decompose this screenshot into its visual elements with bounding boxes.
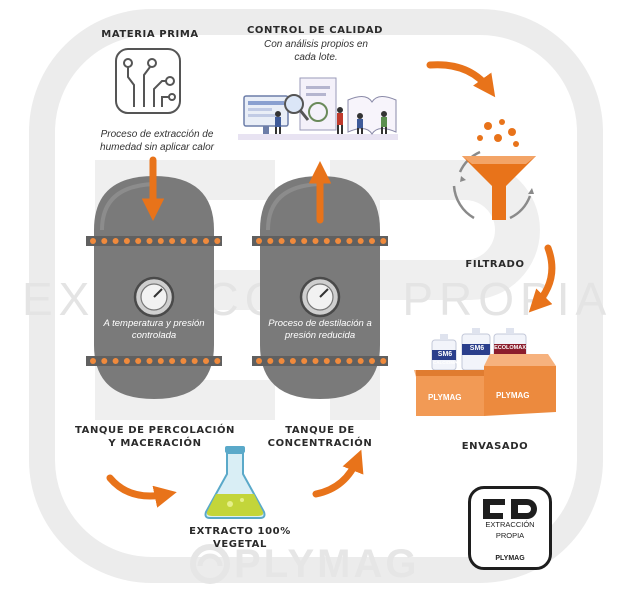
band-dot	[112, 358, 119, 364]
arrow-icon	[312, 449, 364, 498]
band-dot	[278, 358, 285, 364]
band-dot	[267, 238, 274, 244]
band-dot	[278, 238, 285, 244]
box-brand-2: PLYMAG	[496, 391, 530, 400]
boxes-illustration	[414, 328, 556, 416]
box-brand-1: PLYMAG	[428, 393, 462, 402]
band-dot	[191, 358, 198, 364]
band-dot	[146, 238, 153, 244]
band-dot	[169, 238, 176, 244]
band-dot	[301, 238, 308, 244]
flask-icon	[204, 446, 266, 519]
band-dot	[146, 358, 153, 364]
step-concentracion-title: TANQUE DE CONCENTRACIÓN	[267, 425, 373, 449]
arrow-icon	[106, 474, 177, 508]
step-materia-prima-title: MATERIA PRIMA	[101, 29, 199, 40]
band-dot	[191, 238, 198, 244]
band-dot	[369, 358, 375, 364]
step-envasado-title: ENVASADO	[461, 441, 529, 452]
band-dot	[90, 238, 96, 244]
band-dot	[289, 238, 296, 244]
step-filtrado-title: FILTRADO	[465, 259, 525, 270]
band-dot	[203, 238, 209, 244]
step-extracto-title: EXTRACTO 100% VEGETAL	[189, 526, 291, 550]
band-dot	[380, 358, 387, 364]
band-dot	[90, 358, 96, 364]
band-dot	[335, 358, 342, 364]
tank-percolacion-note: A temperatura y presión controlada	[103, 318, 205, 341]
band-dot	[180, 358, 187, 364]
bottle-label-3: ECOLOMAX	[494, 345, 526, 351]
extraccion-propia-badge: EXTRACCIÓN PROPIA PLYMAG	[468, 486, 552, 570]
arrow-icon	[426, 61, 496, 98]
tank-percolacion	[86, 176, 222, 399]
band-dot	[256, 238, 262, 244]
band-dot	[123, 238, 130, 244]
step-control-calidad-title: CONTROL DE CALIDAD	[246, 25, 383, 36]
microchip-icon	[115, 48, 181, 114]
bottle-label-1: SM6	[437, 351, 453, 358]
band-dot	[180, 238, 187, 244]
band-dot	[357, 238, 364, 244]
bottle-label-2: SM6	[469, 345, 485, 352]
band-dot	[301, 358, 308, 364]
watermark-brand: PLYMAG	[190, 540, 470, 588]
band-dot	[267, 358, 274, 364]
band-dot	[123, 358, 130, 364]
band-dot	[112, 238, 119, 244]
band-dot	[101, 358, 108, 364]
tank-concentracion-note: Proceso de destilación a presión reducid…	[268, 318, 372, 341]
band-dot	[323, 358, 330, 364]
arrow-icon	[528, 244, 556, 313]
band-dot	[289, 358, 296, 364]
band-dot	[157, 358, 164, 364]
badge-text: EXTRACCIÓN PROPIA	[471, 519, 549, 541]
band-dot	[256, 358, 262, 364]
band-dot	[380, 238, 387, 244]
band-dot	[346, 238, 353, 244]
band-dot	[214, 238, 221, 244]
band-dot	[369, 238, 375, 244]
step-materia-prima-note: Proceso de extracción de humedad sin apl…	[100, 129, 214, 153]
bottle-label-4: CALCIOMAX	[433, 360, 461, 365]
band-dot	[101, 238, 108, 244]
funnel-icon	[452, 119, 536, 220]
badge-brand: PLYMAG	[495, 555, 525, 562]
pressure-gauge-icon	[133, 276, 175, 318]
band-dot	[135, 238, 142, 244]
tank-concentracion	[252, 176, 388, 399]
band-dot	[135, 358, 142, 364]
band-dot	[323, 238, 330, 244]
pressure-gauge-icon	[299, 276, 341, 318]
band-dot	[312, 358, 319, 364]
lab-analysis-illustration	[238, 77, 398, 140]
band-dot	[346, 358, 353, 364]
band-dot	[169, 358, 176, 364]
step-control-calidad-note: Con análisis propios en cada lote.	[264, 39, 368, 63]
band-dot	[312, 238, 319, 244]
step-percolacion-title: TANQUE DE PERCOLACIÓN Y MACERACIÓN	[74, 425, 236, 449]
band-dot	[357, 358, 364, 364]
band-dot	[157, 238, 164, 244]
band-dot	[214, 358, 221, 364]
band-dot	[335, 238, 342, 244]
band-dot	[203, 358, 209, 364]
